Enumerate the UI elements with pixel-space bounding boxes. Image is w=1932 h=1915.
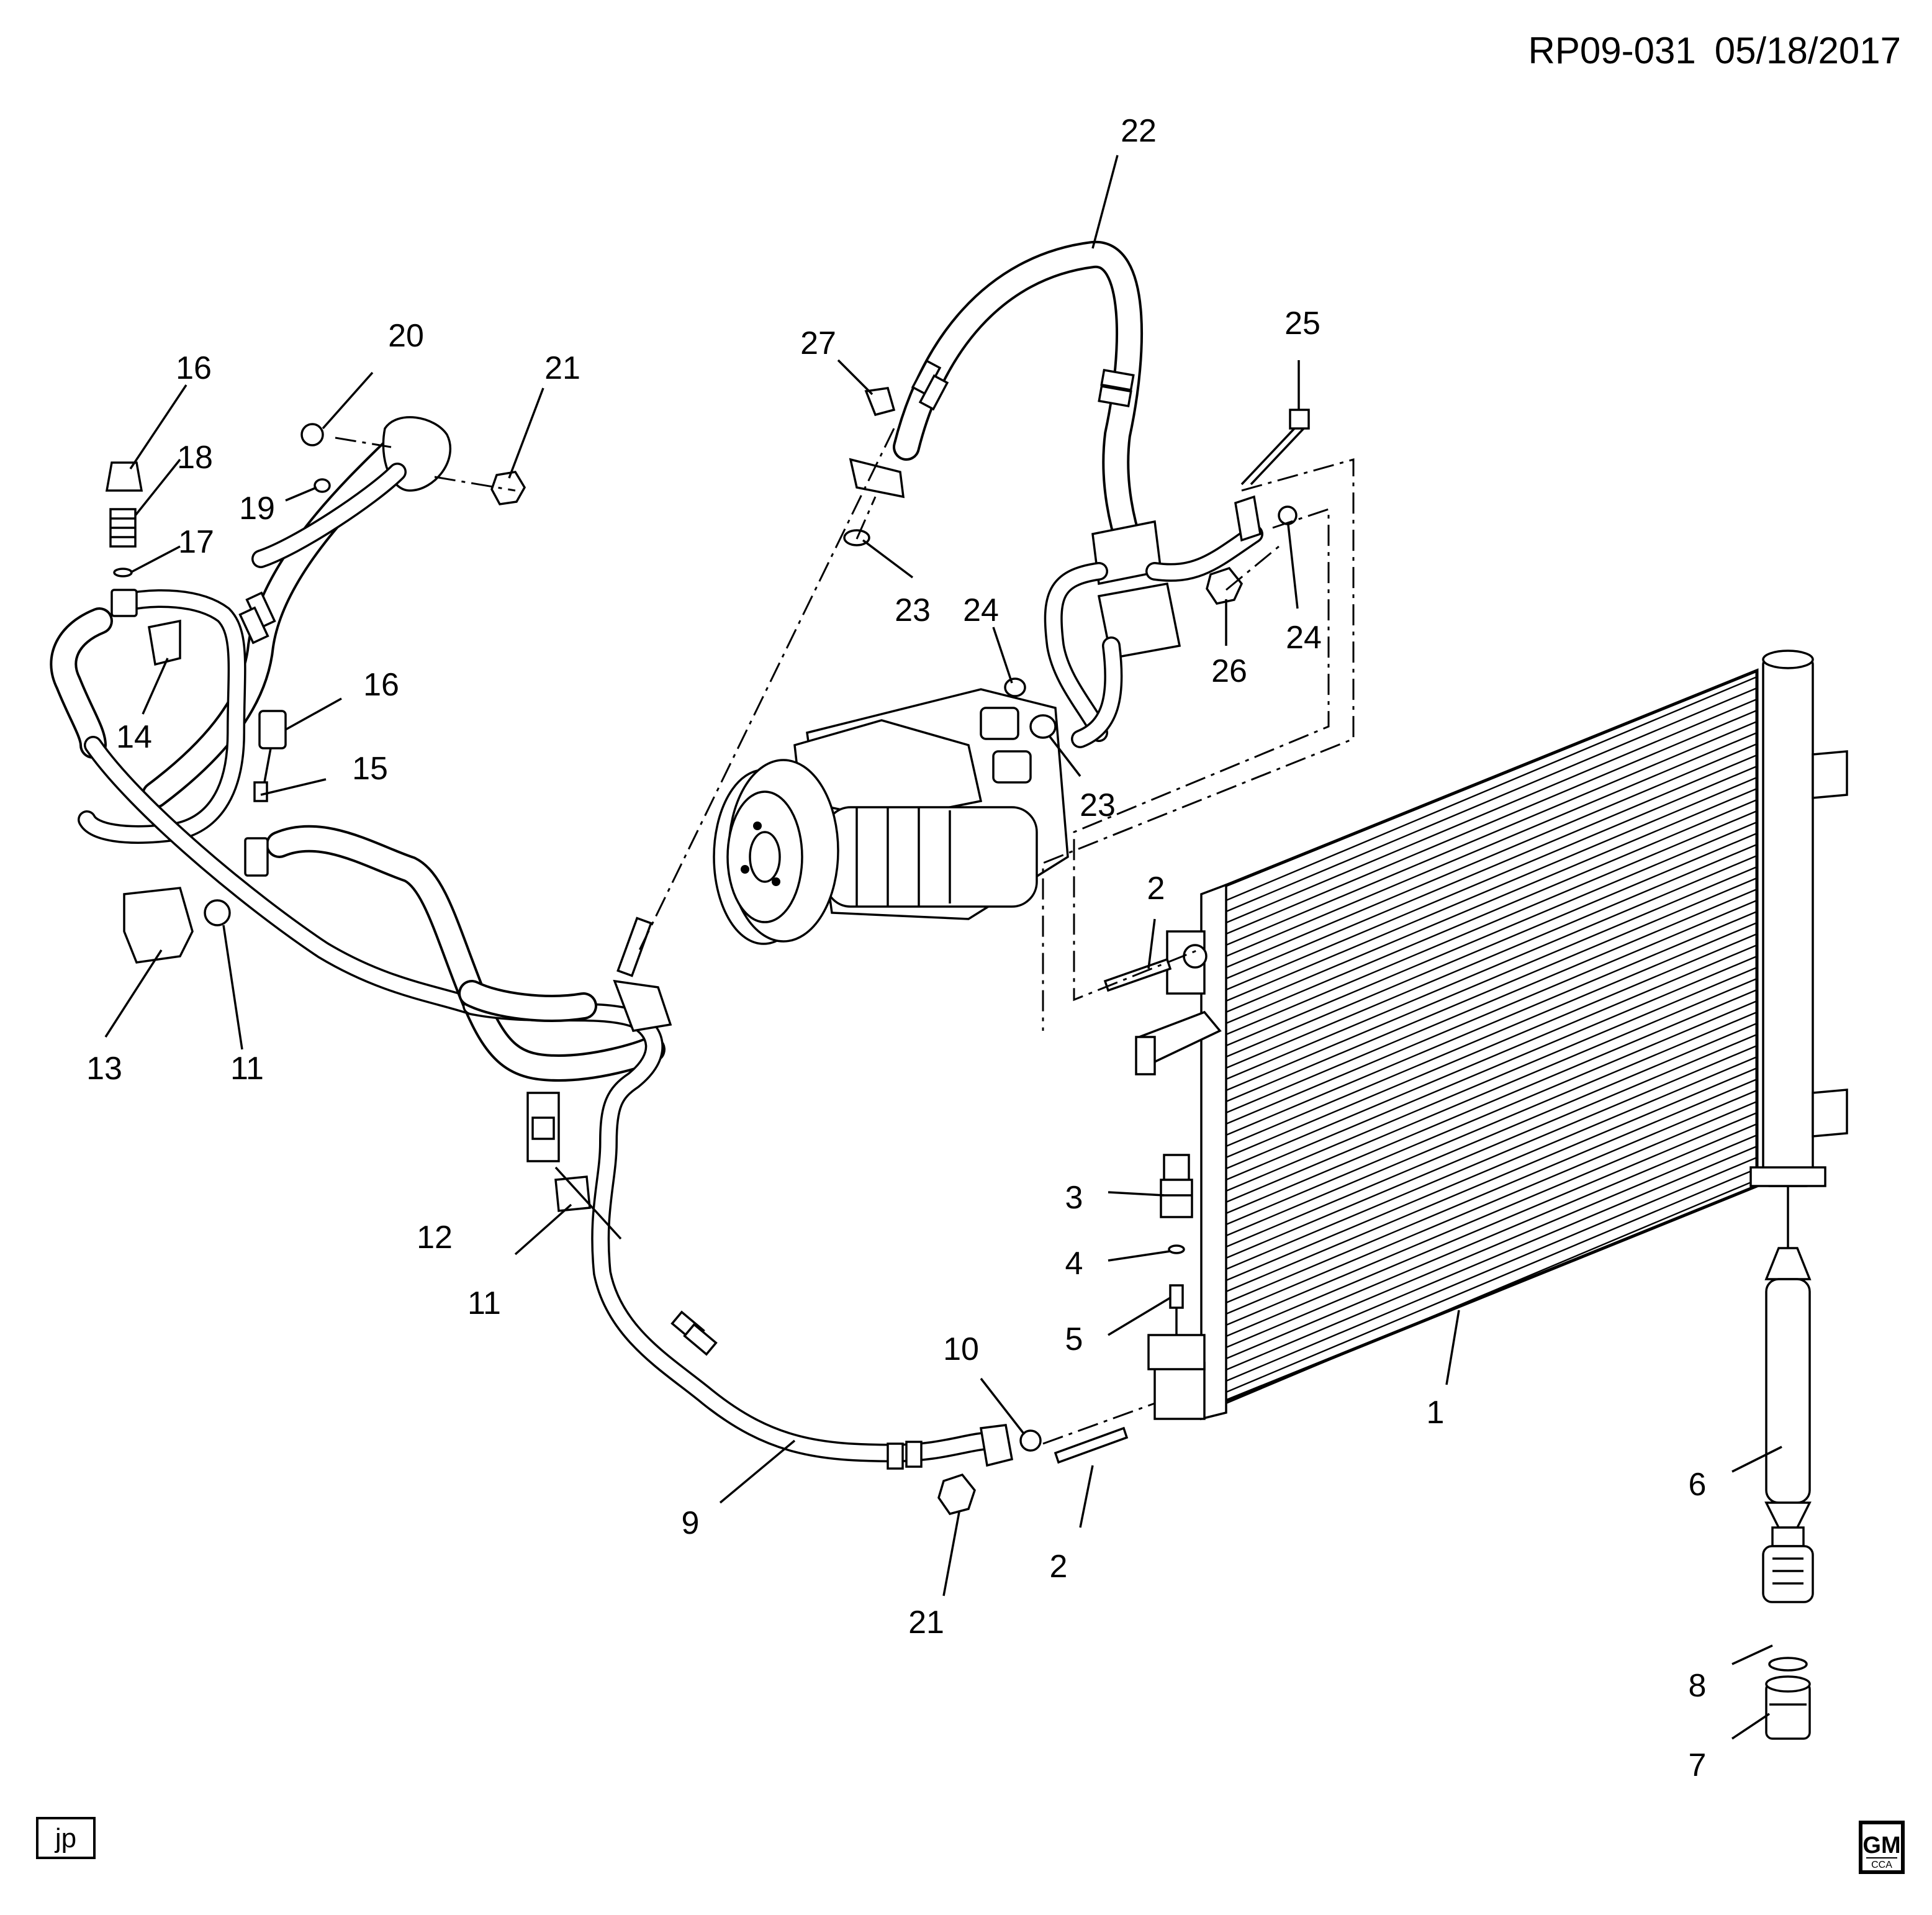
callout-11-middle: 11 — [467, 1285, 501, 1321]
callout-24-left: 24 — [963, 592, 999, 628]
condenser-tube — [1226, 1000, 1758, 1226]
condenser-tube — [1226, 877, 1758, 1103]
callout-24-right: 24 — [1286, 620, 1322, 656]
condenser-tube — [1226, 709, 1758, 935]
condenser-tube — [1226, 754, 1758, 980]
condenser-tube — [1226, 1089, 1758, 1315]
diagram-code: RP09-031 — [1528, 30, 1696, 71]
condenser-tube — [1226, 1111, 1758, 1338]
condenser-tube — [1226, 832, 1758, 1058]
condenser-tube — [1226, 1022, 1758, 1248]
callout-21-bottom: 21 — [908, 1605, 944, 1641]
condenser-fins — [1226, 676, 1758, 1405]
callout-23-lower: 23 — [1080, 787, 1116, 823]
callout-labels: 1 2 2 3 4 5 6 7 8 9 10 11 11 12 13 14 15… — [86, 113, 1706, 1783]
callout-19: 19 — [239, 491, 275, 527]
pipe-assembly — [50, 240, 1263, 1470]
condenser — [1135, 650, 1848, 1421]
condenser-tube — [1226, 1044, 1758, 1270]
callout-20: 20 — [388, 318, 424, 354]
condenser-tube — [1226, 765, 1758, 991]
callout-8: 8 — [1689, 1668, 1707, 1704]
callout-11-left: 11 — [230, 1051, 264, 1087]
callout-27: 27 — [800, 325, 836, 361]
condenser-tube — [1226, 1011, 1758, 1237]
callout-6: 6 — [1689, 1467, 1707, 1503]
svg-text:CCA: CCA — [1871, 1860, 1892, 1870]
diagram-date: 05/18/2017 — [1715, 30, 1901, 71]
condenser-tube — [1226, 977, 1758, 1203]
condenser-tube — [1226, 1134, 1758, 1360]
callout-23-upper: 23 — [895, 592, 931, 628]
condenser-tube — [1226, 1067, 1758, 1293]
callout-15: 15 — [352, 751, 388, 787]
diagram-code-date: RP09-031 05/18/2017 — [1528, 30, 1901, 71]
callout-14: 14 — [116, 719, 152, 755]
callout-16-middle: 16 — [363, 667, 399, 703]
condenser-tube — [1226, 866, 1758, 1092]
callout-9: 9 — [682, 1505, 700, 1541]
condenser-tube — [1226, 944, 1758, 1170]
callout-22: 22 — [1121, 113, 1157, 149]
condenser-tube — [1226, 720, 1758, 946]
callout-12: 12 — [417, 1220, 453, 1256]
condenser-tube — [1226, 989, 1758, 1215]
condenser-tube — [1226, 1123, 1758, 1349]
callout-21-top: 21 — [544, 350, 580, 386]
callout-7: 7 — [1689, 1747, 1707, 1783]
condenser-tube — [1226, 955, 1758, 1181]
footer-tag-text: jp — [54, 1823, 76, 1854]
condenser-tube — [1226, 810, 1758, 1036]
phantom-lines — [335, 428, 1355, 1445]
small-parts — [105, 387, 1310, 1516]
callout-10: 10 — [943, 1331, 979, 1367]
condenser-tube — [1226, 1167, 1758, 1393]
compressor — [713, 688, 1069, 945]
condenser-tube — [1226, 921, 1758, 1148]
callout-18: 18 — [177, 440, 213, 476]
leader-lines — [104, 155, 1782, 1740]
condenser-tube — [1226, 676, 1758, 902]
callout-25: 25 — [1284, 306, 1320, 342]
condenser-tube — [1226, 1078, 1758, 1304]
gm-logo: GM CCA — [1859, 1821, 1905, 1874]
condenser-tube — [1226, 799, 1758, 1025]
condenser-tube — [1226, 966, 1758, 1192]
condenser-tube — [1226, 843, 1758, 1069]
dryer-assembly — [1762, 1186, 1814, 1740]
svg-text:GM: GM — [1862, 1832, 1900, 1858]
condenser-tube — [1226, 888, 1758, 1114]
condenser-tube — [1226, 910, 1758, 1136]
condenser-tube — [1226, 854, 1758, 1080]
condenser-tube — [1226, 821, 1758, 1047]
condenser-tube — [1226, 1156, 1758, 1382]
condenser-tube — [1226, 731, 1758, 958]
callout-2-upper: 2 — [1147, 871, 1165, 907]
callout-13: 13 — [86, 1051, 122, 1087]
callout-5: 5 — [1065, 1321, 1083, 1357]
condenser-tube — [1226, 698, 1758, 924]
condenser-tube — [1226, 933, 1758, 1159]
callout-1: 1 — [1427, 1395, 1445, 1431]
callout-4: 4 — [1065, 1246, 1083, 1282]
condenser-tube — [1226, 1145, 1758, 1371]
condenser-tube — [1226, 1100, 1758, 1326]
condenser-tube — [1226, 687, 1758, 913]
callout-16-top: 16 — [176, 350, 212, 386]
condenser-tube — [1226, 743, 1758, 969]
footer-tag: jp — [36, 1817, 96, 1859]
callout-26: 26 — [1211, 653, 1247, 689]
callout-17: 17 — [178, 524, 214, 560]
condenser-tube — [1226, 1033, 1758, 1259]
condenser-tube — [1226, 1056, 1758, 1282]
condenser-tube — [1226, 899, 1758, 1125]
callout-3: 3 — [1065, 1180, 1083, 1216]
condenser-tube — [1226, 776, 1758, 1002]
callout-2-lower: 2 — [1050, 1549, 1068, 1585]
condenser-tube — [1226, 787, 1758, 1013]
